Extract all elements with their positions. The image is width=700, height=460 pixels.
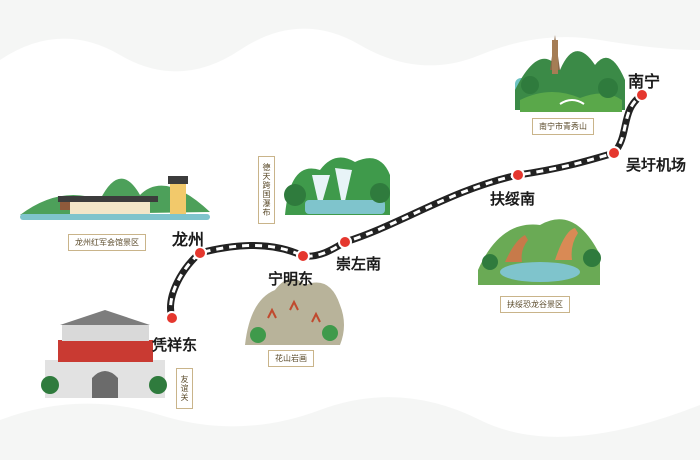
station-label-fusui: 扶绥南 xyxy=(490,190,536,208)
longzhou-illustration xyxy=(20,176,210,220)
station-dots xyxy=(165,88,649,325)
detian-waterfall-illustration xyxy=(284,157,390,215)
station-dot-nanning xyxy=(635,88,649,102)
station-dot-ningming xyxy=(296,249,310,263)
caption-qingxiushan: 南宁市青秀山 xyxy=(532,118,594,135)
caption-konglong: 扶绥恐龙谷景区 xyxy=(500,296,570,313)
station-dot-fusui xyxy=(511,168,525,182)
station-label-airport: 吴圩机场 xyxy=(626,156,687,174)
station-label-nanning: 南宁 xyxy=(628,72,661,91)
huashan-illustration xyxy=(245,278,344,345)
station-label-chongzuo: 崇左南 xyxy=(336,255,382,273)
caption-youyiguan: 友谊关 xyxy=(176,368,193,409)
caption-longzhou-site: 龙州红军会馆景区 xyxy=(68,234,146,251)
station-dot-airport xyxy=(607,146,621,160)
caption-huashan: 花山岩画 xyxy=(268,350,314,367)
qingxiushan-illustration xyxy=(515,35,625,112)
station-label-pingxiang: 凭祥东 xyxy=(152,336,198,354)
youyiguan-illustration xyxy=(41,310,167,398)
caption-detian: 德天跨国瀑布 xyxy=(258,156,275,224)
station-dot-longzhou xyxy=(193,246,207,260)
station-dot-pingxiang xyxy=(165,311,179,325)
konglong-illustration xyxy=(478,219,601,285)
station-label-longzhou: 龙州 xyxy=(172,230,205,249)
station-label-ningming: 宁明东 xyxy=(268,270,314,288)
station-dot-chongzuo xyxy=(338,235,352,249)
